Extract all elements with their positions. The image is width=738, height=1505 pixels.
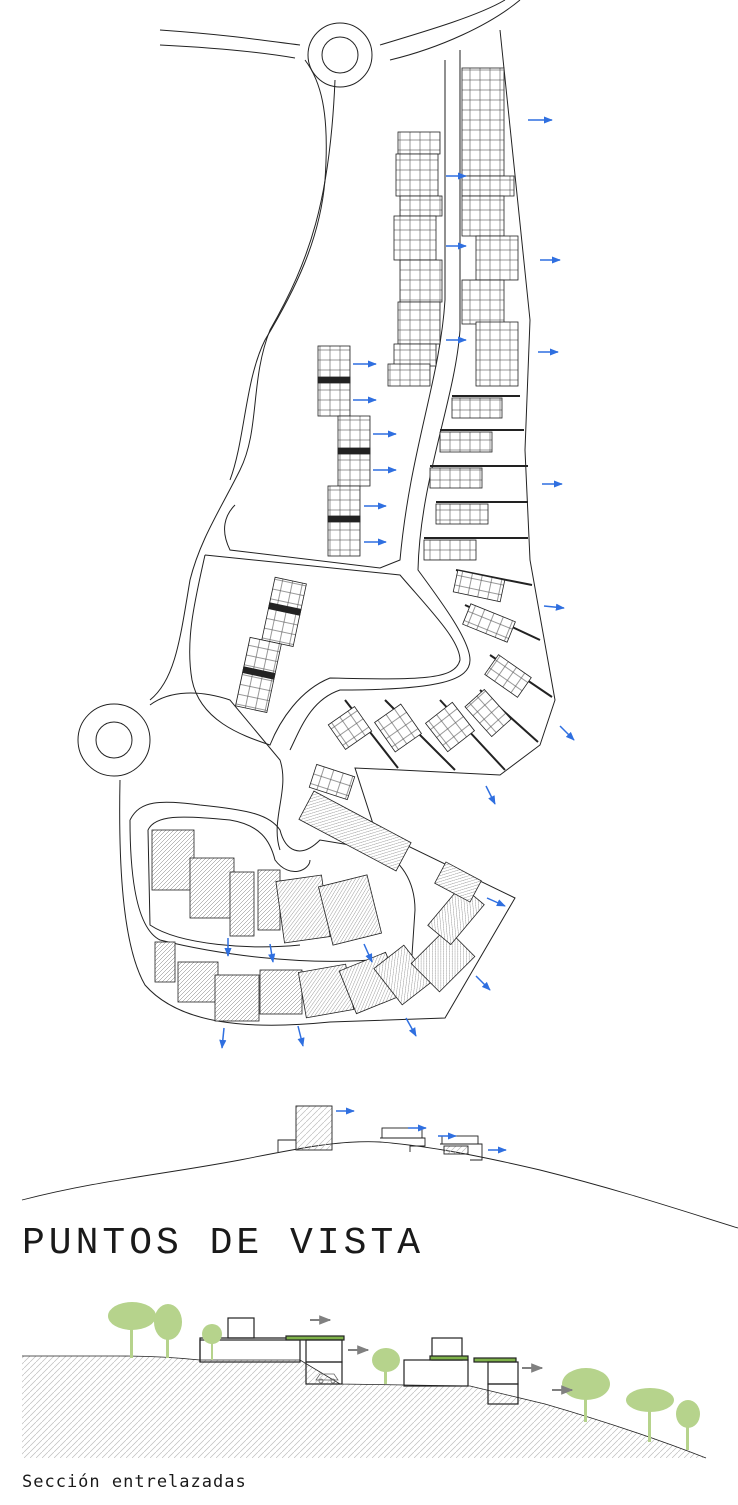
tree-icon	[562, 1368, 610, 1422]
page-title: PUNTOS DE VISTA	[22, 1222, 425, 1265]
site-plan	[77, 0, 556, 1026]
roundabout-icon	[77, 703, 151, 777]
tree-icon	[154, 1304, 182, 1358]
tree-icon	[202, 1324, 222, 1360]
view-arrow-icon	[485, 785, 496, 805]
view-arrow-icon	[405, 1017, 417, 1037]
section-caption: Sección entrelazadas	[22, 1472, 247, 1492]
car-icon	[315, 1373, 339, 1384]
view-arrow-icon	[268, 943, 276, 963]
view-arrow-icon	[219, 1027, 227, 1049]
view-arrow-icon	[475, 975, 491, 991]
view-arrow-icon	[486, 897, 506, 907]
view-arrow-icon	[297, 1025, 305, 1047]
tree-icon	[676, 1400, 700, 1450]
view-arrow-icon	[363, 943, 373, 963]
view-arrow-icon	[559, 725, 575, 741]
view-arrow-icon	[543, 603, 565, 611]
terrain-section	[21, 1105, 738, 1229]
section-view-arrows	[336, 1107, 507, 1154]
plan-view-arrows	[219, 116, 575, 1049]
building-blocks	[151, 67, 553, 1022]
roundabout-icon	[307, 22, 373, 88]
tree-icon	[108, 1302, 156, 1358]
tree-icon	[626, 1388, 674, 1442]
tree-icon	[372, 1348, 400, 1384]
interlaced-section	[22, 1302, 707, 1459]
